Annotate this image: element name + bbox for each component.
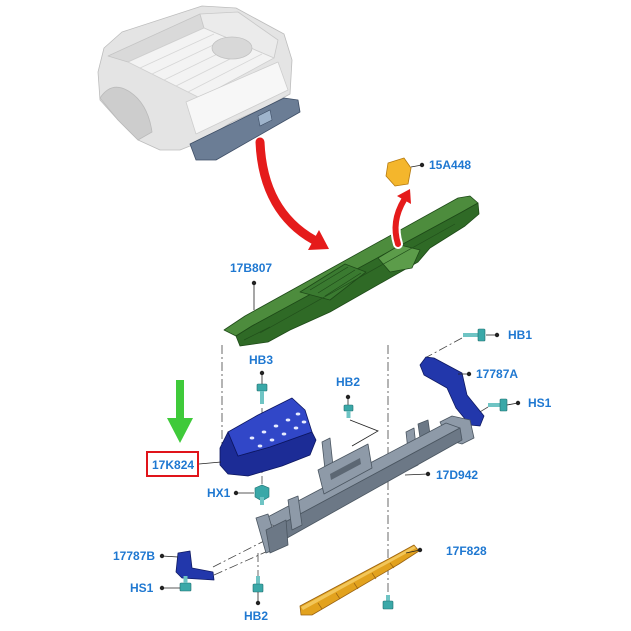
bed-wheel-arch bbox=[99, 86, 153, 141]
part-17F828-bar bbox=[299, 544, 420, 616]
leader-17787B bbox=[161, 555, 179, 558]
bolt-bottom-right bbox=[382, 595, 394, 610]
nut-HX1-body bbox=[254, 484, 270, 502]
leader-17D942 bbox=[404, 473, 429, 476]
bolt-HB2-upper-head bbox=[343, 404, 354, 412]
locator-arrow bbox=[255, 137, 329, 250]
leader-dot-HB1 bbox=[494, 332, 500, 338]
callout-HB1: HB1 bbox=[508, 328, 532, 342]
callout-17B807: 17B807 bbox=[230, 261, 272, 275]
bolt-HB2-lower-shank bbox=[256, 576, 260, 584]
callout-HB3: HB3 bbox=[249, 353, 273, 367]
bumper-step-pad-ridges bbox=[309, 266, 362, 297]
leader-17F828 bbox=[405, 549, 421, 554]
callout-HS1-right: HS1 bbox=[528, 396, 552, 410]
bumper-edge-lines bbox=[243, 223, 456, 341]
bolt-HB2-lower-head bbox=[252, 583, 264, 593]
step-pad-top-face bbox=[227, 397, 313, 457]
part-17K824-step-pad bbox=[219, 397, 317, 477]
removal-arrow bbox=[390, 189, 411, 249]
bed-license-plate bbox=[257, 109, 273, 127]
bolt-HS1-right-head bbox=[499, 398, 508, 412]
bolt-HB3-head bbox=[256, 383, 268, 392]
leader-dot-HS1-right bbox=[515, 400, 521, 406]
part-17B807-step-bumper bbox=[223, 195, 480, 347]
callout-HS1-left: HS1 bbox=[130, 581, 154, 595]
bolt-bottom-right-shank bbox=[386, 595, 390, 601]
bumper-step-pad bbox=[299, 263, 367, 301]
leader-dot-17D942 bbox=[425, 471, 431, 477]
bolt-HB2-upper bbox=[343, 404, 354, 418]
bolt-HB3-shank bbox=[260, 391, 264, 404]
nut-HX1 bbox=[254, 484, 270, 505]
bolt-HS1-left bbox=[179, 576, 192, 592]
leader-dot-17F828 bbox=[417, 547, 423, 553]
bar-ribs bbox=[317, 562, 395, 610]
part-15A448-bracket bbox=[385, 157, 412, 187]
leader-dot-15A448 bbox=[419, 162, 425, 168]
bed-tailgate-opening bbox=[185, 61, 289, 135]
bar-top-edge bbox=[301, 546, 416, 610]
frame-left-flange bbox=[265, 519, 289, 554]
bolt-HB3 bbox=[256, 383, 268, 404]
leader-dot-17B807 bbox=[251, 280, 257, 286]
callout-17F828: 17F828 bbox=[446, 544, 487, 558]
part-17787B-bracket bbox=[175, 550, 215, 581]
callout-HB2-upper: HB2 bbox=[336, 375, 360, 389]
callout-17787A: 17787A bbox=[476, 367, 518, 381]
bolt-HB2-upper-shank bbox=[346, 411, 351, 418]
leader-dot-17787A bbox=[466, 371, 472, 377]
bed-rear-bumper bbox=[189, 97, 301, 161]
bolt-HS1-right-shank bbox=[488, 403, 500, 407]
leader-HB2-upper-targets bbox=[349, 419, 379, 447]
bolt-HS1-left-shank bbox=[183, 576, 188, 583]
leader-17K824 bbox=[198, 461, 222, 465]
callout-15A448: 15A448 bbox=[429, 158, 471, 172]
bolt-HB1 bbox=[463, 328, 486, 342]
highlight-arrow-head bbox=[167, 418, 193, 443]
callout-17D942: 17D942 bbox=[436, 468, 478, 482]
removal-arrow-head bbox=[397, 189, 411, 204]
nut-HX1-stem bbox=[260, 497, 264, 505]
leader-dot-HB2-lower bbox=[255, 600, 261, 606]
frame-center-plate-slot bbox=[330, 458, 361, 480]
bolt-HS1-left-head bbox=[179, 582, 192, 592]
bolt-bottom-right-head bbox=[382, 600, 394, 610]
callout-HB2-lower: HB2 bbox=[244, 609, 268, 623]
bed-front-wall bbox=[199, 11, 279, 59]
step-pad-holes bbox=[249, 412, 307, 448]
bolt-HB2-lower bbox=[252, 576, 264, 593]
part-17787A-bracket bbox=[419, 356, 485, 427]
highlight-box-17K824 bbox=[146, 451, 199, 477]
bolt-HB1-head bbox=[477, 328, 486, 342]
callout-17K824: 17K824 bbox=[152, 458, 194, 472]
highlight-arrow-shaft bbox=[176, 380, 184, 420]
removal-arrow-shaft bbox=[392, 197, 407, 247]
locator-arrow-head bbox=[308, 230, 329, 250]
locator-arrow-shaft bbox=[255, 137, 319, 245]
callout-17787B: 17787B bbox=[113, 549, 155, 563]
part-17D942-frame bbox=[255, 415, 475, 554]
truck-bed-locator bbox=[97, 5, 301, 161]
bed-wheel-house bbox=[211, 36, 253, 60]
bolt-HS1-right bbox=[488, 398, 508, 412]
highlight-arrow bbox=[167, 380, 193, 443]
callout-HX1: HX1 bbox=[207, 486, 231, 500]
bolt-HB1-shank bbox=[463, 333, 478, 337]
frame-left-mid-bracket bbox=[287, 495, 303, 531]
